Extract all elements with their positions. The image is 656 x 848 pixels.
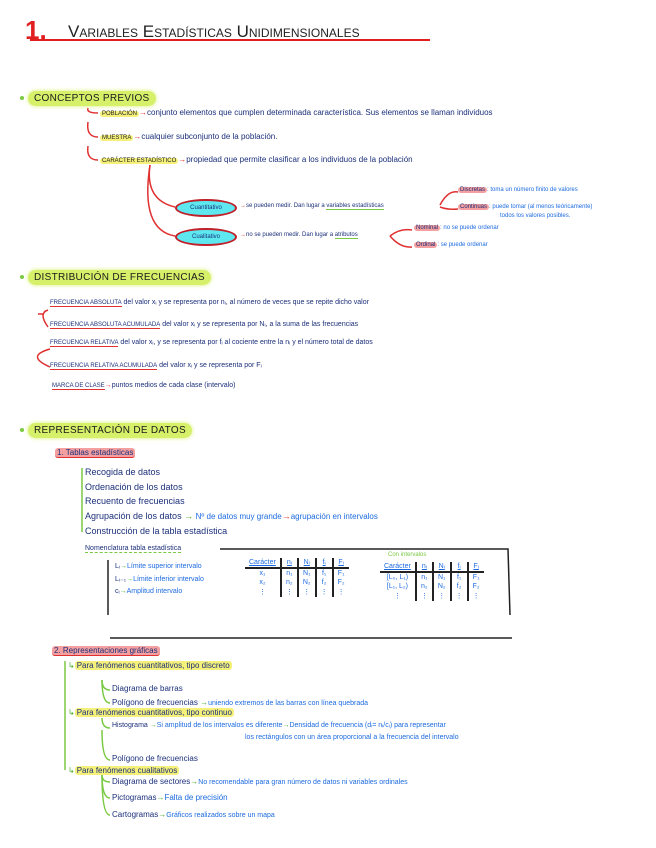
- item-sectores: Diagrama de sectores→No recomendable par…: [112, 777, 408, 786]
- marca-de-clase: Marca de clase→puntos medios de cada cla…: [52, 382, 236, 390]
- step-recuento: Recuento de frecuencias: [85, 496, 185, 506]
- step-recogida: Recogida de datos: [85, 467, 161, 477]
- nominal: Nominal: no se puede ordenar: [414, 225, 499, 231]
- cuantitativo-bubble: Cuantitativo: [175, 199, 237, 217]
- section-conceptos: Conceptos previos: [20, 91, 156, 106]
- nomenclatura-li1: Lᵢ₋₁→Límite inferior intervalo: [115, 576, 204, 583]
- item-pictogramas: Pictogramas→Falta de precisión: [112, 793, 228, 802]
- item-cartogramas: Cartogramas→Gráficos realizados sobre un…: [112, 810, 275, 819]
- section-distribucion: Distribución de frecuencias: [20, 270, 211, 285]
- freq-absoluta: Frecuencia absoluta del valor xᵢ y se re…: [50, 299, 369, 307]
- step-agrupacion: Agrupación de los datos → Nº de datos mu…: [85, 511, 378, 521]
- item-poligono-continuo: Polígono de frecuencias: [112, 754, 198, 763]
- cuantitativo-def: →se pueden medir. Dan lugar a variables …: [240, 203, 384, 210]
- item-poligono-discreto: Polígono de frecuencias →uniendo extremo…: [112, 698, 369, 707]
- histograma-note3: los rectángulos con un área proporcional…: [245, 734, 459, 741]
- freq-absoluta-acumulada: Frecuencia absoluta acumulada del valor …: [50, 321, 359, 329]
- ordinal: Ordinal: se puede ordenar: [414, 242, 488, 248]
- nomenclatura-title: Nomenclatura tabla estadística: [85, 545, 182, 553]
- item-diagrama-barras: Diagrama de barras: [112, 684, 183, 693]
- title-number: 1.: [25, 15, 47, 45]
- tablas-title: 1. Tablas estadísticas: [55, 448, 136, 458]
- table2-caption: Con intervalos: [388, 552, 427, 558]
- freq-relativa: Frecuencia relativa del valor xᵢ, y se r…: [50, 339, 373, 347]
- continuas-def2: todos los valores posibles.: [500, 213, 571, 219]
- concepto-poblacion: Población→conjunto elementos que cumplen…: [100, 108, 493, 117]
- group-cualitativo: ↳Para fenómenos cualitativos: [68, 766, 180, 775]
- freq-relativa-acumulada: Frecuencia relativa acumulada del valor …: [50, 362, 262, 370]
- step-ordenacion: Ordenación de los datos: [85, 482, 183, 492]
- discretas: Discretas: toma un número finito de valo…: [458, 187, 578, 193]
- continuas: Continuas: puede tomar (al menos teórica…: [458, 204, 593, 210]
- cualitativo-bubble: Cualitativo: [175, 228, 237, 246]
- nomenclatura-ci: cᵢ→Amplitud intervalo: [115, 588, 183, 595]
- item-histograma: Histograma →Si amplitud de los intervalo…: [112, 722, 446, 729]
- page-title: Variables Estadísticas Unidimensionales: [68, 22, 360, 41]
- cualitativo-def: →no se pueden medir. Dan lugar a atribut…: [240, 232, 358, 239]
- nomenclatura-li: Lᵢ→Límite superior intervalo: [115, 563, 202, 570]
- group-continuo: ↳Para fenómenos cuantitativos, tipo cont…: [68, 708, 234, 717]
- concepto-caracter: Carácter estadístico→propiedad que permi…: [100, 155, 413, 164]
- graficas-title: 2. Representaciones gráficas: [52, 646, 160, 656]
- section-representacion: Representación de datos: [20, 423, 192, 438]
- group-discreto: ↳Para fenómenos cuantitativos, tipo disc…: [68, 661, 232, 670]
- step-construccion: Construcción de la tabla estadística: [85, 526, 228, 536]
- concepto-muestra: Muestra→cualquier subconjunto de la pobl…: [100, 132, 278, 141]
